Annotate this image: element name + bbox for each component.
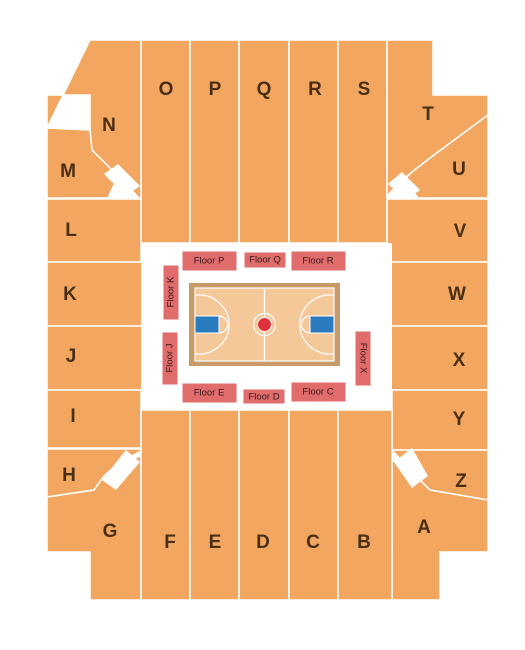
floor-section-p[interactable] xyxy=(181,250,238,272)
section-l[interactable] xyxy=(46,198,142,263)
tunnel-upper-right xyxy=(388,172,420,200)
basketball-court xyxy=(189,283,340,366)
floor-section-k[interactable] xyxy=(162,264,180,321)
tunnel-upper-left xyxy=(104,164,140,196)
section-y[interactable] xyxy=(391,389,489,451)
floor-section-r[interactable] xyxy=(290,250,347,272)
section-e[interactable] xyxy=(189,409,240,601)
section-w[interactable] xyxy=(373,261,489,327)
floor-section-q[interactable] xyxy=(243,251,287,269)
section-p[interactable] xyxy=(189,39,240,244)
tunnel-lower-left xyxy=(102,450,140,490)
section-k[interactable] xyxy=(46,261,157,327)
section-v[interactable] xyxy=(386,198,489,263)
floor-section-c[interactable] xyxy=(290,381,347,403)
section-s[interactable] xyxy=(337,39,388,244)
floor-section-j[interactable] xyxy=(161,331,179,386)
floor-section-d[interactable] xyxy=(242,388,286,405)
section-j[interactable] xyxy=(46,325,157,391)
section-q[interactable] xyxy=(238,39,290,244)
section-b[interactable] xyxy=(337,409,393,601)
section-o[interactable] xyxy=(140,39,191,244)
section-f[interactable] xyxy=(140,409,191,601)
section-d[interactable] xyxy=(238,409,290,601)
tunnel-lower-right xyxy=(394,448,428,488)
floor-section-x[interactable] xyxy=(354,330,372,387)
floor-section-e[interactable] xyxy=(181,382,238,404)
section-r[interactable] xyxy=(288,39,339,244)
section-i[interactable] xyxy=(46,389,142,449)
section-c[interactable] xyxy=(288,409,339,601)
